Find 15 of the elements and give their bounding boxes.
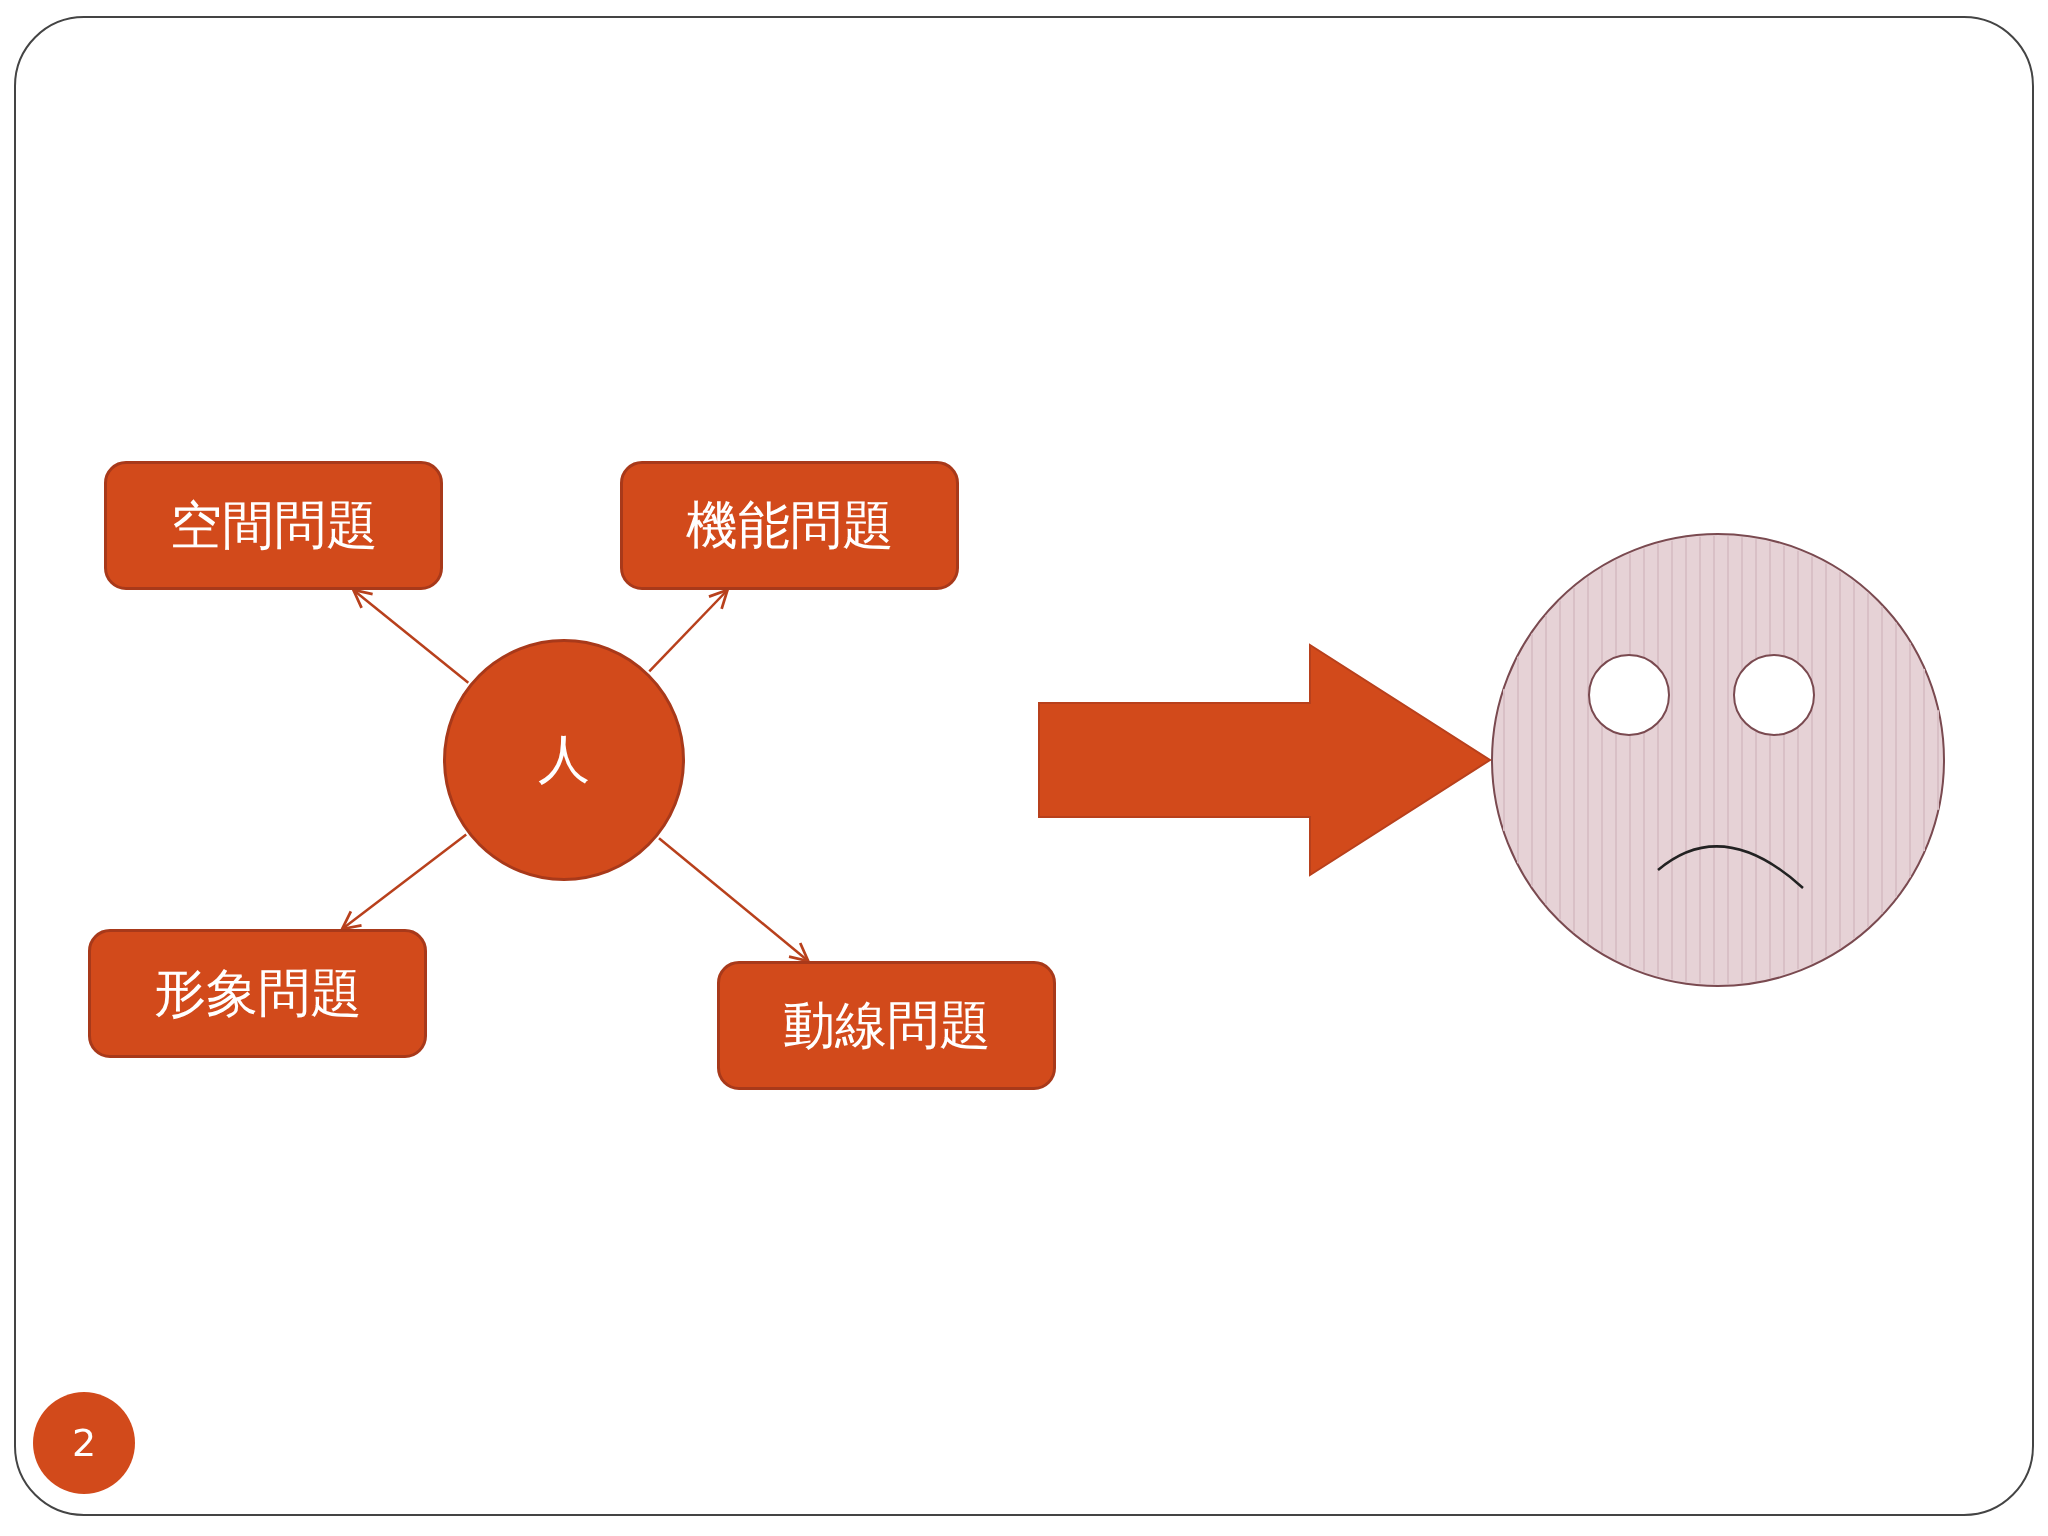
block-arrow (1038, 643, 1492, 877)
process-box (717, 961, 1056, 1090)
arrow (340, 833, 467, 931)
page-number: 2 (33, 1392, 135, 1494)
node-label: 機能問題 (685, 493, 894, 557)
process-box (88, 929, 427, 1058)
arrow (352, 588, 470, 684)
node-label: 形象問題 (153, 961, 362, 1025)
node-label: 人 (538, 728, 590, 791)
node-label: 動線問題 (782, 993, 991, 1057)
process-box (104, 461, 443, 590)
process-box (620, 461, 959, 590)
arrow (658, 837, 810, 963)
arrow (648, 588, 729, 673)
node-label: 空間問題 (169, 493, 378, 557)
